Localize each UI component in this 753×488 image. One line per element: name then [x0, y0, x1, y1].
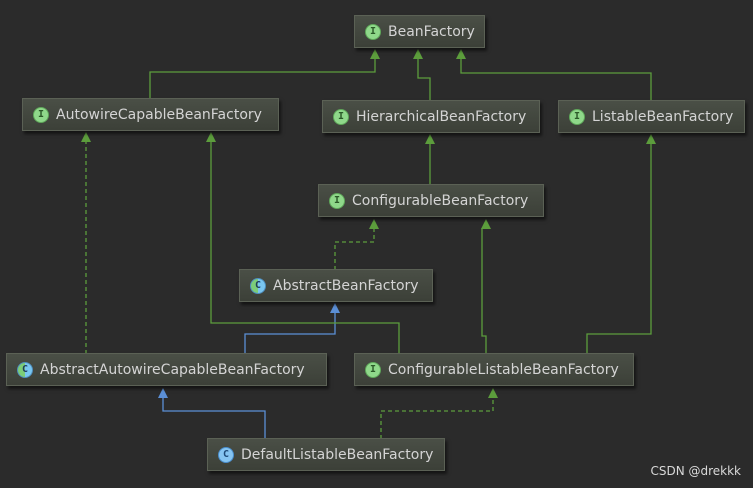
node-listable-bean-factory[interactable]: I ListableBeanFactory [558, 100, 745, 133]
node-abstract-bean-factory[interactable]: C AbstractBeanFactory [239, 269, 433, 302]
arrowhead [369, 219, 379, 229]
node-label: BeanFactory [388, 23, 475, 40]
edge-clbf-lbf [586, 143, 652, 354]
arrowhead [488, 388, 498, 398]
edge-lbf-bf [460, 58, 652, 101]
node-default-listable-bean-factory[interactable]: C DefaultListableBeanFactory [207, 438, 445, 471]
node-bean-factory[interactable]: I BeanFactory [354, 15, 485, 48]
arrowhead [206, 132, 216, 142]
arrowhead [456, 49, 466, 59]
arrowhead [481, 219, 491, 229]
node-label: DefaultListableBeanFactory [241, 446, 434, 463]
edge-acbf-bf [149, 58, 376, 99]
arrowhead [330, 303, 340, 313]
arrowhead [158, 388, 168, 398]
arrowhead [370, 49, 380, 59]
arrowhead [413, 49, 423, 59]
arrowhead [81, 132, 91, 142]
interface-icon: I [569, 108, 585, 125]
interface-icon: I [33, 106, 49, 123]
abstract-class-icon: C [17, 361, 33, 378]
node-label: ConfigurableListableBeanFactory [388, 361, 619, 378]
edge-hbf-bf [417, 58, 431, 101]
interface-icon: I [329, 192, 345, 209]
edge-dlbf-aacbf [162, 397, 266, 439]
node-configurable-bean-factory[interactable]: I ConfigurableBeanFactory [318, 184, 544, 217]
edge-dlbf-clbf [380, 397, 494, 439]
watermark: CSDN @drekkk [650, 464, 741, 478]
node-label: HierarchicalBeanFactory [356, 108, 527, 125]
node-label: ConfigurableBeanFactory [352, 192, 529, 209]
class-icon: C [218, 446, 234, 463]
interface-icon: I [365, 23, 381, 40]
node-label: AbstractBeanFactory [273, 277, 419, 294]
node-label: AbstractAutowireCapableBeanFactory [40, 361, 305, 378]
node-label: ListableBeanFactory [592, 108, 734, 125]
arrowhead [425, 134, 435, 144]
edge-clbf-acbf [210, 141, 400, 354]
node-abstract-autowire-capable-bean-factory[interactable]: C AbstractAutowireCapableBeanFactory [6, 353, 327, 386]
node-hierarchical-bean-factory[interactable]: I HierarchicalBeanFactory [322, 100, 540, 133]
edge-abf-cbf [334, 228, 375, 270]
edge-aacbf-abf [244, 312, 336, 354]
node-configurable-listable-bean-factory[interactable]: I ConfigurableListableBeanFactory [354, 353, 634, 386]
edge-clbf-cbf [481, 228, 487, 354]
abstract-class-icon: C [250, 277, 266, 294]
interface-icon: I [333, 108, 349, 125]
node-label: AutowireCapableBeanFactory [56, 106, 262, 123]
interface-icon: I [365, 361, 381, 378]
arrowhead [646, 134, 656, 144]
node-autowire-capable-bean-factory[interactable]: I AutowireCapableBeanFactory [22, 98, 279, 131]
